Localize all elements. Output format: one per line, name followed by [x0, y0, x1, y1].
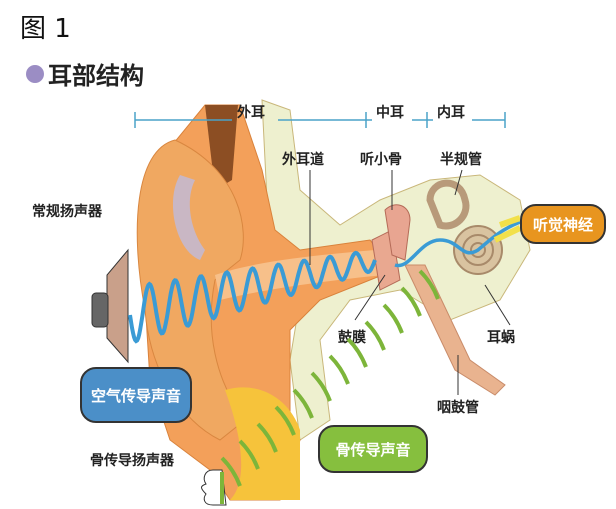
nerve-wave — [394, 220, 521, 268]
regular-speaker-icon — [91, 248, 129, 364]
label-bone-speaker: 骨传导扬声器 — [90, 452, 175, 469]
eustachian-tube-shape — [404, 264, 506, 396]
section-bracket — [134, 112, 506, 128]
label-cochlea: 耳蜗 — [487, 330, 515, 346]
bone-wave-arc — [238, 439, 260, 470]
bone-wave-arc — [364, 320, 386, 351]
figure-label: 图 1 — [20, 14, 71, 44]
label-regular-speaker: 常规扬声器 — [32, 203, 103, 220]
section-outer-ear: 外耳 — [237, 104, 265, 121]
bone-wave-arc — [310, 371, 332, 402]
bone-wave-arc — [256, 422, 278, 453]
auditory-nerve-box: 听觉神经 — [520, 204, 606, 244]
bone-conduction-box: 骨传导声音 — [318, 425, 428, 473]
air-conduction-wave — [128, 250, 377, 344]
heading: 耳部结构 — [26, 56, 144, 91]
pinna-cartilage — [172, 175, 205, 260]
semicircular-canals-shape — [426, 179, 470, 230]
bone-wave-arc — [346, 337, 368, 368]
label-eardrum: 鼓膜 — [338, 329, 366, 346]
bone-wave-arc — [400, 286, 422, 317]
heading-text: 耳部结构 — [48, 62, 144, 90]
bone-conduction-waves — [220, 269, 440, 487]
pinna — [136, 139, 246, 441]
bone-wave-arc — [418, 269, 440, 300]
ossicles-shape — [384, 204, 411, 261]
bone-wave-arc — [274, 405, 296, 436]
bullet-dot-icon — [26, 64, 44, 83]
label-ear-canal: 外耳道 — [282, 151, 324, 168]
section-inner-ear: 内耳 — [437, 104, 465, 121]
nerve-arrows — [493, 215, 522, 243]
bone-wave-arc — [382, 303, 404, 334]
section-middle-ear: 中耳 — [376, 104, 404, 121]
label-eustachian-tube: 咽鼓管 — [437, 399, 479, 416]
bone-wave-arc — [292, 388, 314, 419]
air-conduction-box: 空气传导声音 — [80, 367, 192, 423]
bone-speaker-icon — [201, 469, 227, 506]
bone-wave-arc — [328, 354, 350, 385]
label-ossicles: 听小骨 — [360, 151, 402, 168]
bone-wave-arc — [220, 456, 242, 487]
label-semicircular-canals: 半规管 — [440, 151, 482, 168]
